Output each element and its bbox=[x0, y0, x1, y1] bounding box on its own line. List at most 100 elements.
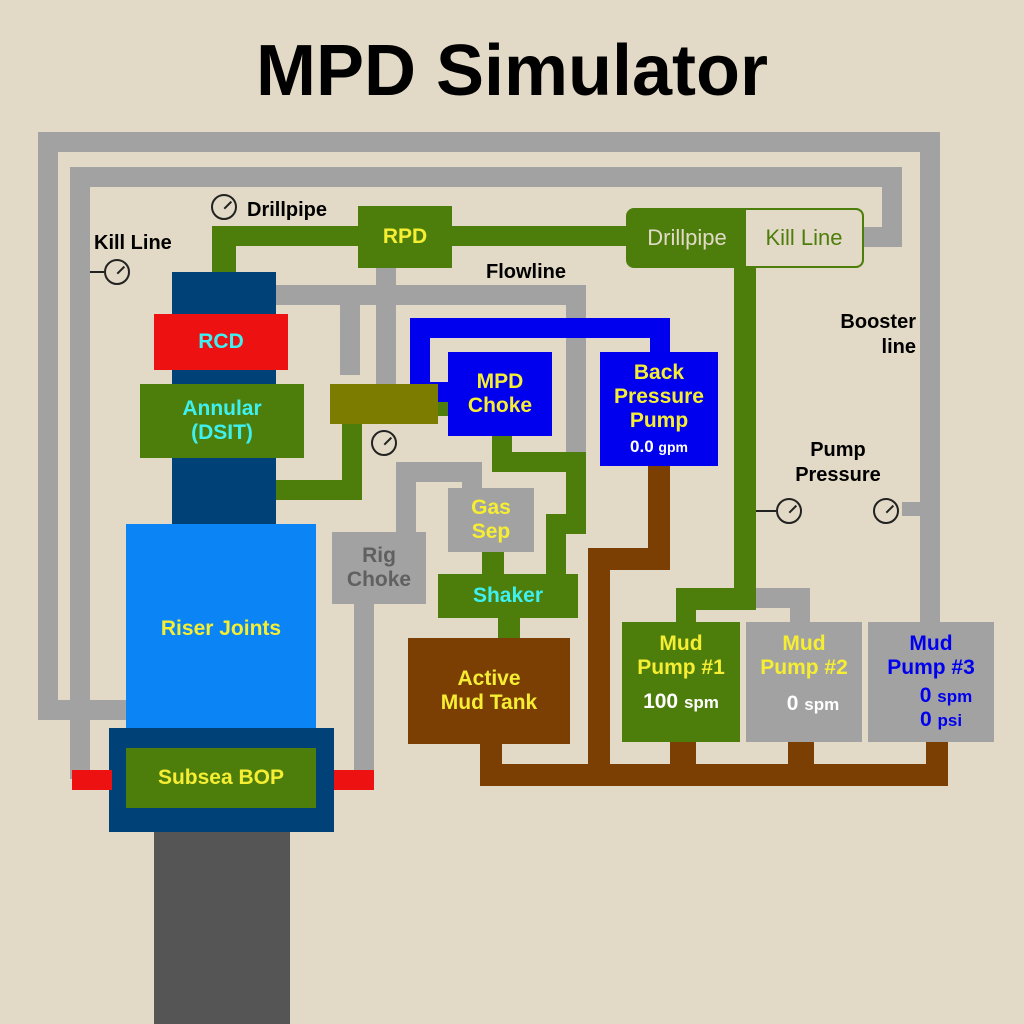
pressure-gauge-icon bbox=[104, 259, 130, 285]
mud-pump-3-psi-readout: 0 psi bbox=[920, 708, 962, 732]
shaker-box[interactable]: Shaker bbox=[438, 574, 578, 618]
mud-pump-2-spm-unit: spm bbox=[804, 695, 840, 715]
kill-line-label: Kill Line bbox=[94, 232, 172, 254]
drillpipe-label: Drillpipe bbox=[247, 199, 328, 221]
mud-pump-3-spm-readout: 0 spm bbox=[920, 684, 973, 708]
gas-sep-box[interactable]: Gas Sep bbox=[448, 488, 534, 552]
pressure-gauge-icon bbox=[371, 430, 397, 456]
bp-line-top bbox=[410, 318, 668, 338]
outer-loop-right bbox=[920, 132, 940, 624]
bop-choke-valve[interactable] bbox=[334, 770, 374, 790]
mud-pump-1-readout: 100 spm bbox=[643, 690, 719, 714]
page-title: MPD Simulator bbox=[255, 31, 769, 111]
standpipe-toggle: Drillpipe Kill Line bbox=[626, 208, 864, 268]
flowline-top bbox=[276, 285, 586, 305]
standpipe-gauge-tap bbox=[756, 510, 776, 512]
mud-pump-1-spm: 100 bbox=[643, 690, 679, 714]
annular-line-v bbox=[342, 418, 362, 500]
pump2-supply-down bbox=[790, 588, 810, 628]
bpp-flow-value: 0.0 bbox=[630, 437, 654, 457]
annular-box[interactable]: Annular (DSIT) bbox=[140, 384, 304, 458]
choke-out-h bbox=[492, 452, 586, 472]
choke-out-v3 bbox=[546, 514, 566, 576]
bpp-suction-v2 bbox=[648, 466, 670, 570]
gas-sep-label: Gas Sep bbox=[471, 495, 511, 543]
subsea-bop[interactable]: Subsea BOP bbox=[126, 748, 316, 808]
active-mud-tank-box[interactable]: Active Mud Tank bbox=[408, 638, 570, 744]
bop-kill-valve[interactable] bbox=[72, 770, 112, 790]
flow-diverter-valve[interactable] bbox=[330, 384, 438, 424]
pump2-suction bbox=[788, 740, 814, 786]
gas-line-top bbox=[396, 462, 482, 482]
standpipe bbox=[734, 262, 756, 610]
pressure-gauge-icon bbox=[211, 194, 237, 220]
mud-pump-1-name: Mud Pump #1 bbox=[637, 632, 725, 680]
flowline-label: Flowline bbox=[486, 261, 566, 283]
mud-pump-3-spm: 0 bbox=[919, 684, 932, 708]
drillpipe-line-down bbox=[212, 226, 236, 276]
bpp-flow-unit: gpm bbox=[658, 439, 688, 456]
kill-loop-stub bbox=[862, 227, 902, 247]
toggle-kill-line-label: Kill Line bbox=[765, 225, 843, 251]
mud-pump-2-name: Mud Pump #2 bbox=[760, 632, 848, 680]
rpd-label: RPD bbox=[382, 224, 428, 248]
pump1-suction bbox=[670, 740, 696, 786]
tank-suction bbox=[480, 742, 502, 786]
rig-choke-box[interactable]: Rig Choke bbox=[332, 532, 426, 604]
kill-loop-top bbox=[70, 167, 902, 187]
booster-line-label: Booster line bbox=[840, 311, 916, 358]
outer-loop-left bbox=[38, 132, 58, 720]
choke-line bbox=[354, 600, 374, 780]
pump-pressure-label: Pump Pressure bbox=[795, 439, 881, 486]
rpd-down bbox=[376, 268, 396, 386]
rpd-box[interactable]: RPD bbox=[358, 206, 452, 268]
mud-pump-1-spm-unit: spm bbox=[683, 693, 719, 713]
mud-pump-3-name: Mud Pump #3 bbox=[887, 632, 975, 680]
booster-line-stub bbox=[902, 502, 922, 516]
bpp-suction-v bbox=[588, 548, 610, 786]
bpp-label: Back Pressure Pump bbox=[614, 361, 704, 433]
kill-gauge-tap bbox=[90, 271, 104, 273]
pressure-gauge-icon bbox=[776, 498, 802, 524]
flowline-branch-1 bbox=[340, 285, 360, 375]
mud-pump-1[interactable]: Mud Pump #1 100 spm bbox=[622, 622, 740, 742]
bp-line-left bbox=[410, 318, 430, 388]
flowline-down bbox=[566, 285, 586, 455]
shaker-tank-link bbox=[498, 616, 520, 640]
gassep-shaker-link bbox=[482, 550, 504, 576]
mud-pump-3-psi-unit: psi bbox=[937, 711, 963, 731]
rcd-box[interactable]: RCD bbox=[154, 314, 288, 370]
mud-pump-3-psi: 0 bbox=[919, 708, 932, 732]
pump1-supply-down bbox=[676, 588, 696, 628]
gas-line-left bbox=[396, 462, 416, 538]
mud-pump-3[interactable]: Mud Pump #3 0 spm 0 psi bbox=[868, 622, 994, 742]
suction-manifold bbox=[480, 764, 948, 786]
toggle-kill-line[interactable]: Kill Line bbox=[746, 210, 862, 266]
riser-joints[interactable]: Riser Joints bbox=[126, 524, 316, 734]
toggle-drillpipe-label: Drillpipe bbox=[647, 225, 727, 251]
outer-loop-top bbox=[38, 132, 940, 152]
mud-pump-2-readout: 0 spm bbox=[787, 692, 840, 716]
rcd-label: RCD bbox=[198, 329, 244, 353]
pump3-suction bbox=[926, 740, 948, 786]
pressure-gauge-icon bbox=[873, 498, 899, 524]
annular-line-h bbox=[276, 480, 362, 500]
mpd-choke-label: MPD Choke bbox=[467, 369, 533, 417]
riser-joints-label: Riser Joints bbox=[160, 616, 282, 640]
pump1-supply bbox=[676, 588, 756, 610]
back-pressure-pump-box[interactable]: Back Pressure Pump 0.0 gpm bbox=[600, 352, 718, 466]
kill-loop-left bbox=[70, 167, 90, 779]
mud-pump-2[interactable]: Mud Pump #2 0 spm bbox=[746, 622, 862, 742]
bp-line-right bbox=[650, 318, 670, 352]
shaker-label: Shaker bbox=[472, 583, 544, 607]
choke-out-v2 bbox=[566, 452, 586, 534]
mpd-choke-box[interactable]: MPD Choke bbox=[448, 352, 552, 436]
mud-pump-2-spm: 0 bbox=[786, 692, 799, 716]
rig-choke-label: Rig Choke bbox=[346, 543, 412, 591]
mud-pump-3-spm-unit: spm bbox=[937, 687, 973, 707]
wellbore-casing bbox=[154, 832, 290, 1024]
gas-line-right bbox=[462, 462, 482, 492]
toggle-drillpipe[interactable]: Drillpipe bbox=[628, 210, 746, 266]
active-mud-tank-label: Active Mud Tank bbox=[440, 666, 538, 714]
bpp-flow-readout: 0.0 gpm bbox=[630, 437, 688, 457]
